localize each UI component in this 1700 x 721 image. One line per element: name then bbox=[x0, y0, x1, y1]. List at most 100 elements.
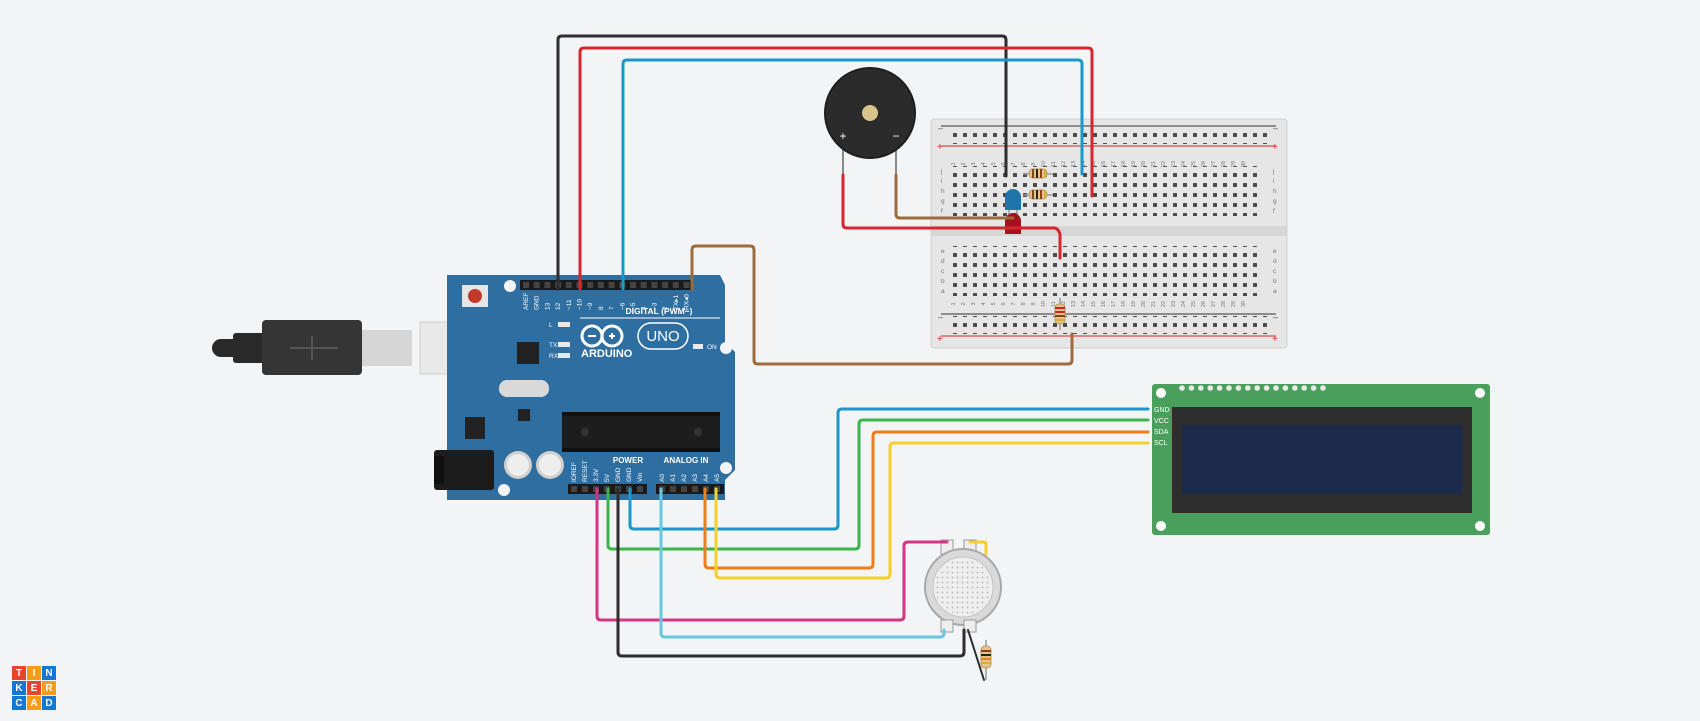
lcd-pin-hole bbox=[1198, 385, 1204, 391]
header-pin[interactable] bbox=[587, 282, 594, 288]
lcd-pin-hole bbox=[1245, 385, 1251, 391]
column-label: 2 bbox=[961, 162, 967, 165]
status-led bbox=[558, 342, 570, 347]
header-pin[interactable] bbox=[692, 486, 698, 492]
lcd-screen bbox=[1182, 425, 1462, 494]
led-blue[interactable] bbox=[1005, 189, 1021, 214]
header-pin[interactable] bbox=[582, 486, 588, 492]
wire-lcd-sda[interactable] bbox=[703, 430, 1150, 570]
lcd-pin-hole bbox=[1301, 385, 1307, 391]
pin-label: 13 bbox=[544, 302, 551, 310]
column-label: 2 bbox=[961, 302, 967, 305]
voltage-regulator bbox=[465, 417, 485, 439]
pin-label: 3.3V bbox=[593, 468, 600, 482]
wire-sensor-vcc[interactable] bbox=[595, 487, 949, 622]
led-red[interactable] bbox=[1005, 213, 1021, 234]
header-pin[interactable] bbox=[571, 486, 577, 492]
gas-sensor[interactable] bbox=[924, 539, 1002, 633]
pin-label: AREF bbox=[523, 293, 530, 310]
power-rail-bottom[interactable] bbox=[950, 316, 1270, 334]
digital-header[interactable] bbox=[520, 280, 694, 290]
wire-lcd-scl[interactable] bbox=[714, 441, 1150, 580]
header-pin[interactable] bbox=[637, 486, 643, 492]
column-label: 13 bbox=[1071, 161, 1077, 167]
header-pin[interactable] bbox=[608, 282, 615, 288]
column-label: 1 bbox=[951, 162, 957, 165]
row-label: a bbox=[941, 288, 945, 295]
led-label: RX bbox=[549, 353, 559, 360]
led-label: L bbox=[549, 322, 553, 329]
column-label: 27 bbox=[1211, 301, 1217, 307]
pin-label: 12 bbox=[555, 302, 562, 310]
wire-brown-pin2[interactable] bbox=[690, 244, 1074, 366]
wire-lcd-gnd[interactable] bbox=[628, 407, 1150, 531]
header-pin[interactable] bbox=[630, 282, 636, 288]
resistor-4[interactable] bbox=[980, 640, 992, 680]
row-label: f bbox=[941, 208, 943, 215]
usb-chip bbox=[517, 342, 539, 364]
pin-label: 2 bbox=[662, 306, 669, 310]
row-label: a bbox=[1273, 288, 1277, 295]
header-pin[interactable] bbox=[533, 282, 540, 288]
power-title: POWER bbox=[613, 456, 643, 465]
wire-sensor-yellow[interactable] bbox=[968, 540, 988, 556]
wire-sensor-signal[interactable] bbox=[659, 487, 946, 639]
column-label: 27 bbox=[1211, 161, 1217, 167]
header-pin[interactable] bbox=[683, 282, 690, 288]
column-label: 25 bbox=[1191, 301, 1197, 307]
terminal-strip-top[interactable] bbox=[950, 166, 1260, 216]
wire-buzzer-plus[interactable] bbox=[841, 173, 1062, 260]
row-label: h bbox=[941, 188, 945, 195]
column-label: 5 bbox=[991, 302, 997, 305]
column-label: 24 bbox=[1181, 301, 1187, 307]
pin-label: A0 bbox=[659, 474, 666, 482]
header-pin[interactable] bbox=[597, 282, 604, 288]
atmega328-chip bbox=[562, 412, 720, 452]
on-label: ON bbox=[707, 344, 717, 351]
resistor-1[interactable] bbox=[1023, 168, 1053, 179]
resistor-3[interactable] bbox=[1054, 298, 1066, 330]
piezo-buzzer[interactable]: + − bbox=[824, 67, 916, 175]
reset-button[interactable] bbox=[462, 285, 488, 307]
header-pin[interactable] bbox=[662, 282, 669, 288]
logo-tile: K bbox=[12, 681, 26, 695]
wire-buzzer-minus[interactable] bbox=[894, 173, 1015, 220]
header-pin[interactable] bbox=[672, 282, 679, 288]
terminal-strip-bottom[interactable] bbox=[950, 246, 1260, 296]
column-label: 3 bbox=[971, 162, 977, 165]
buzzer-plus-label: + bbox=[839, 129, 846, 143]
arduino-uno-board[interactable]: ARDUINO UNO DIGITAL (PWM~) POWER ANALOG … bbox=[434, 275, 735, 500]
row-label: i bbox=[1273, 178, 1274, 185]
wire-red-pin12[interactable] bbox=[578, 46, 1094, 291]
svg-text:+: + bbox=[1272, 334, 1278, 345]
pin-label: IOREF bbox=[571, 462, 578, 482]
wire-lcd-vcc[interactable] bbox=[606, 418, 1150, 551]
column-label: 1 bbox=[951, 302, 957, 305]
column-label: 14 bbox=[1081, 161, 1087, 167]
header-pin[interactable] bbox=[523, 282, 529, 288]
header-pin[interactable] bbox=[681, 486, 687, 492]
wire-sensor-gnd[interactable] bbox=[616, 487, 966, 658]
power-rail-top[interactable] bbox=[950, 128, 1270, 144]
logo-tile: C bbox=[12, 696, 26, 710]
header-pin[interactable] bbox=[565, 282, 572, 288]
dc-power-jack[interactable] bbox=[434, 450, 494, 490]
wire-blue-pin8[interactable] bbox=[621, 58, 1084, 291]
column-label: 29 bbox=[1231, 301, 1237, 307]
header-pin[interactable] bbox=[670, 486, 676, 492]
pin-label: ~10 bbox=[577, 299, 584, 310]
wire-gnd-black-top[interactable] bbox=[556, 34, 1008, 291]
resistor-2[interactable] bbox=[1023, 189, 1053, 200]
header-pin[interactable] bbox=[640, 282, 647, 288]
analog-header[interactable] bbox=[656, 484, 724, 494]
row-label: j bbox=[940, 168, 942, 175]
header-pin[interactable] bbox=[651, 282, 658, 288]
svg-text:–: – bbox=[938, 312, 943, 322]
header-pin[interactable] bbox=[544, 282, 551, 288]
wire-sensor-dark-lead[interactable] bbox=[967, 629, 985, 681]
